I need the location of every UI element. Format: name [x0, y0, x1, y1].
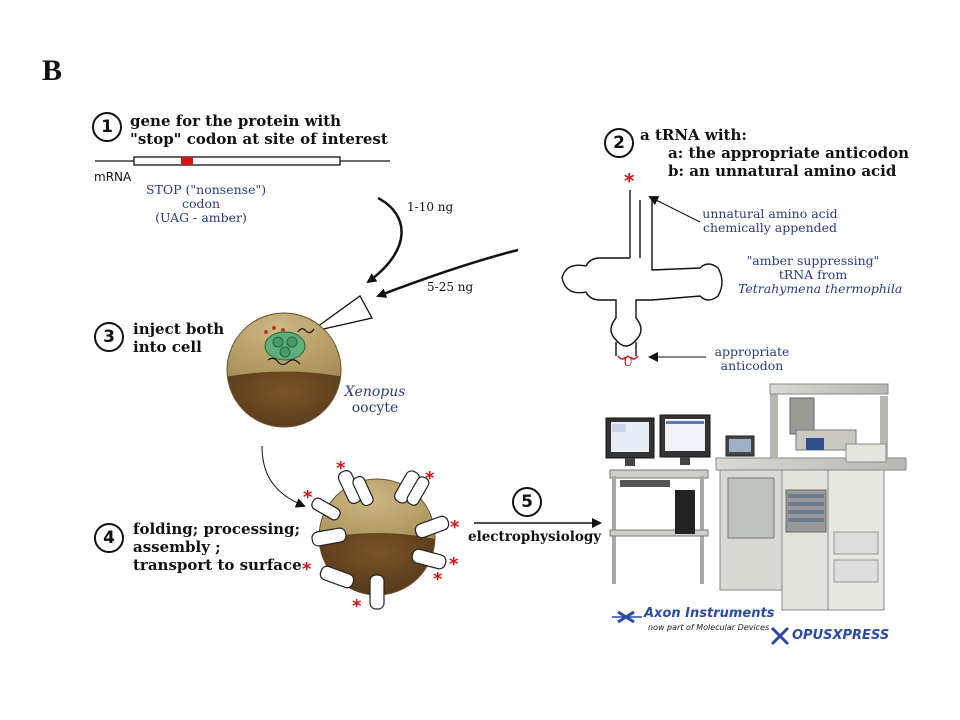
- axon-logo-icon: [612, 610, 642, 624]
- step4-title: folding; processing; assembly ; transpor…: [133, 520, 302, 574]
- step3-line2: into cell: [133, 338, 202, 356]
- anticodon-loop: [617, 355, 639, 360]
- oocyte-label-line1: Xenopus: [344, 384, 406, 400]
- trna-amino-acid-marker: *: [624, 169, 635, 193]
- step3-line1: inject both: [133, 320, 225, 338]
- svg-text:*: *: [449, 554, 459, 575]
- oocyte-step4: * * * * * * * *: [302, 458, 460, 617]
- step3-title: inject both into cell: [133, 320, 224, 356]
- trna-cloverleaf: [561, 190, 723, 356]
- gene-box: [133, 156, 341, 166]
- injection-pipette: [309, 295, 373, 333]
- trna-source-line3: Tetrahymena thermophila: [738, 281, 903, 296]
- panel-label: B: [42, 54, 63, 87]
- step1-line1: gene for the protein with: [130, 112, 342, 130]
- step3-number: 3: [94, 322, 124, 352]
- trna-source-note: "amber suppressing" tRNA from Tetrahymen…: [738, 253, 903, 296]
- anticodon-note-line2: anticodon: [720, 358, 784, 373]
- trna-source-line1: "amber suppressing": [746, 253, 880, 268]
- step2-title: a tRNA with: a: the appropriate anticodo…: [640, 126, 909, 180]
- arrow-trna-injection: [376, 248, 519, 298]
- svg-text:*: *: [352, 596, 362, 617]
- step2-line1: a tRNA with:: [640, 126, 747, 144]
- amino-acid-note-line2: chemically appended: [702, 220, 838, 235]
- stop-note-line1: STOP ("nonsense"): [146, 182, 267, 197]
- stop-note-line2: codon: [181, 196, 221, 211]
- unnatural-amino-acid-markers: * * * * * * * *: [302, 458, 460, 617]
- svg-text:*: *: [302, 559, 312, 580]
- svg-text:*: *: [336, 458, 346, 479]
- step4-line2: assembly ;: [133, 538, 221, 556]
- ion-channels: [311, 470, 450, 610]
- oocyte-label-line2: oocyte: [351, 400, 399, 416]
- step5-label: electrophysiology: [468, 529, 602, 545]
- step2-number: 2: [604, 128, 634, 158]
- arrow-amino-acid-note: [648, 196, 701, 223]
- step1-title: gene for the protein with "stop" codon a…: [130, 112, 388, 148]
- stop-note-line3: (UAG - amber): [155, 210, 247, 225]
- oocyte-label: Xenopus oocyte: [340, 384, 410, 416]
- svg-text:*: *: [450, 517, 460, 538]
- axon-brand-subtitle: now part of Molecular Devices: [648, 623, 770, 632]
- axon-brand-name: Axon Instruments: [644, 606, 775, 621]
- opusxpress-instrument: [605, 383, 907, 611]
- step2-line2: a: the appropriate anticodon: [668, 144, 909, 162]
- stop-codon-note: STOP ("nonsense") codon (UAG - amber): [146, 182, 267, 225]
- opusxpress-logo-icon: [770, 626, 790, 646]
- step4-line1: folding; processing;: [133, 520, 301, 538]
- step4-line3: transport to surface: [133, 556, 302, 574]
- anticodon-note-line1: appropriate: [714, 344, 790, 359]
- mrna-label: mRNA: [94, 170, 132, 184]
- arrow-mrna-injection: [366, 196, 403, 284]
- step1-line2: "stop" codon at site of interest: [130, 130, 388, 148]
- trna-source-line2: tRNA from: [778, 267, 848, 282]
- mrna-gene-diagram: [95, 156, 390, 166]
- dose-mrna-label: 1-10 ng: [407, 200, 454, 214]
- step2-line3: b: an unnatural amino acid: [668, 162, 897, 180]
- step1-number: 1: [92, 112, 122, 142]
- stop-codon-mark: [181, 157, 193, 165]
- step4-number: 4: [94, 523, 124, 553]
- dose-trna-label: 5-25 ng: [427, 280, 474, 294]
- opusxpress-brand-name: OPUSXPRESS: [792, 628, 890, 643]
- step5-number: 5: [512, 487, 542, 517]
- svg-text:*: *: [425, 468, 435, 489]
- svg-text:*: *: [433, 569, 443, 590]
- amino-acid-note-line1: unnatural amino acid: [702, 206, 838, 221]
- amino-acid-note: unnatural amino acid chemically appended: [700, 207, 840, 235]
- anticodon-note: appropriate anticodon: [712, 345, 792, 373]
- anticodon-letter: U: [623, 355, 634, 369]
- arrow-to-step4: [261, 445, 306, 508]
- svg-text:*: *: [303, 487, 313, 508]
